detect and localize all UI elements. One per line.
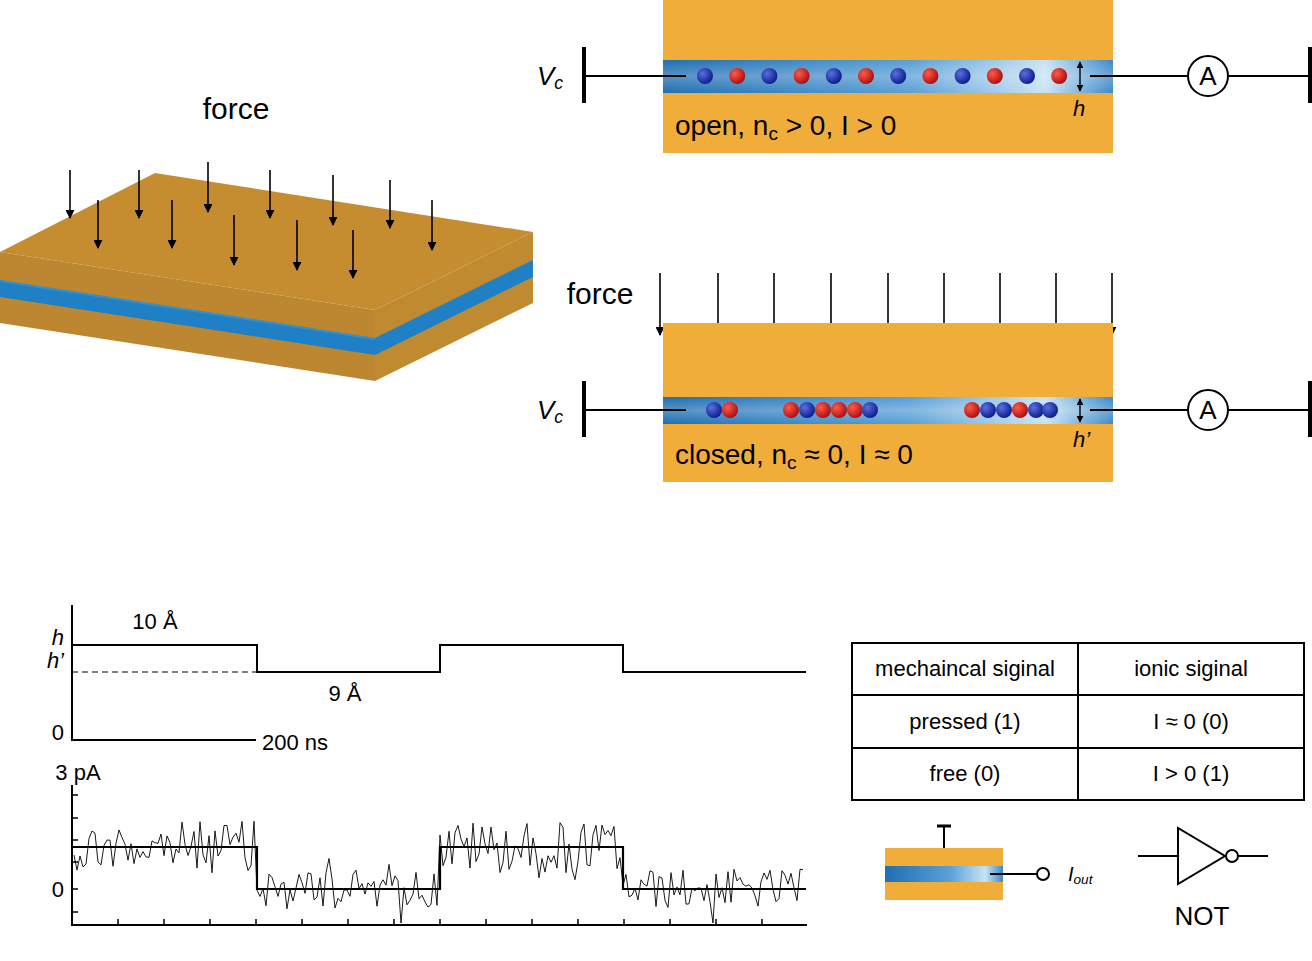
ions <box>697 68 1067 84</box>
time-scale: 200 ns <box>262 730 328 755</box>
ammeter-label: A <box>1199 395 1216 426</box>
ammeter: A <box>1187 55 1229 97</box>
channel-closed: closed, nc ≈ 0, I ≈ 0 <box>663 323 1113 482</box>
closed-circuit <box>584 381 1310 437</box>
force-arrows <box>70 162 432 278</box>
signal-name: Iout <box>1068 863 1092 888</box>
table-cell: I > 0 (1) <box>1078 748 1304 800</box>
wire <box>1113 409 1187 411</box>
axis-tick-label: h <box>52 625 64 650</box>
ammeter: A <box>1187 389 1229 431</box>
table-text: I > 0 (1) <box>1153 761 1229 787</box>
open-circuit <box>584 47 1310 103</box>
table-text: pressed (1) <box>909 709 1020 735</box>
not-gate-symbol <box>1138 828 1268 884</box>
table-cell: ionic siginal <box>1078 643 1304 695</box>
gate-name: NOT <box>1175 902 1230 932</box>
gap-plot <box>71 605 806 741</box>
wire <box>1113 75 1187 77</box>
channel-open: open, nc > 0, I > 0 <box>663 0 1113 153</box>
table-text: ionic siginal <box>1134 656 1248 682</box>
table-cell: mechaincal siginal <box>852 643 1078 695</box>
dimension: 10 Å <box>132 609 177 634</box>
axis-tick-label: 0 <box>52 720 64 745</box>
gap-label: h’ <box>1073 427 1090 452</box>
state-label: closed, nc ≈ 0, I ≈ 0 <box>675 439 913 474</box>
ions <box>706 402 1058 418</box>
open-channel <box>663 0 1113 153</box>
gap-label: h <box>1073 96 1085 121</box>
voltage-label: Vc <box>537 62 563 94</box>
table-text: free (0) <box>930 761 1001 787</box>
force-label: force <box>203 92 270 127</box>
table-text: I ≈ 0 (0) <box>1153 709 1229 735</box>
dimension: 9 Å <box>328 681 361 706</box>
device-icon <box>885 826 1049 900</box>
state-label: open, nc > 0, I > 0 <box>675 110 896 145</box>
table-cell: pressed (1) <box>852 695 1078 748</box>
axis-tick-label: h’ <box>47 648 64 673</box>
current-plot <box>71 785 807 926</box>
table-frame <box>852 643 1304 800</box>
slab <box>0 173 533 381</box>
ammeter-label: A <box>1199 61 1216 92</box>
closed-channel <box>663 323 1113 482</box>
current-scale: 3 pA <box>55 760 100 785</box>
table-cell: free (0) <box>852 748 1078 800</box>
table-cell: I ≈ 0 (0) <box>1078 695 1304 748</box>
table-text: mechaincal siginal <box>875 656 1055 682</box>
voltage-label: Vc <box>537 396 563 428</box>
axis-tick-label: 0 <box>52 877 64 902</box>
force-label: force <box>567 277 634 312</box>
